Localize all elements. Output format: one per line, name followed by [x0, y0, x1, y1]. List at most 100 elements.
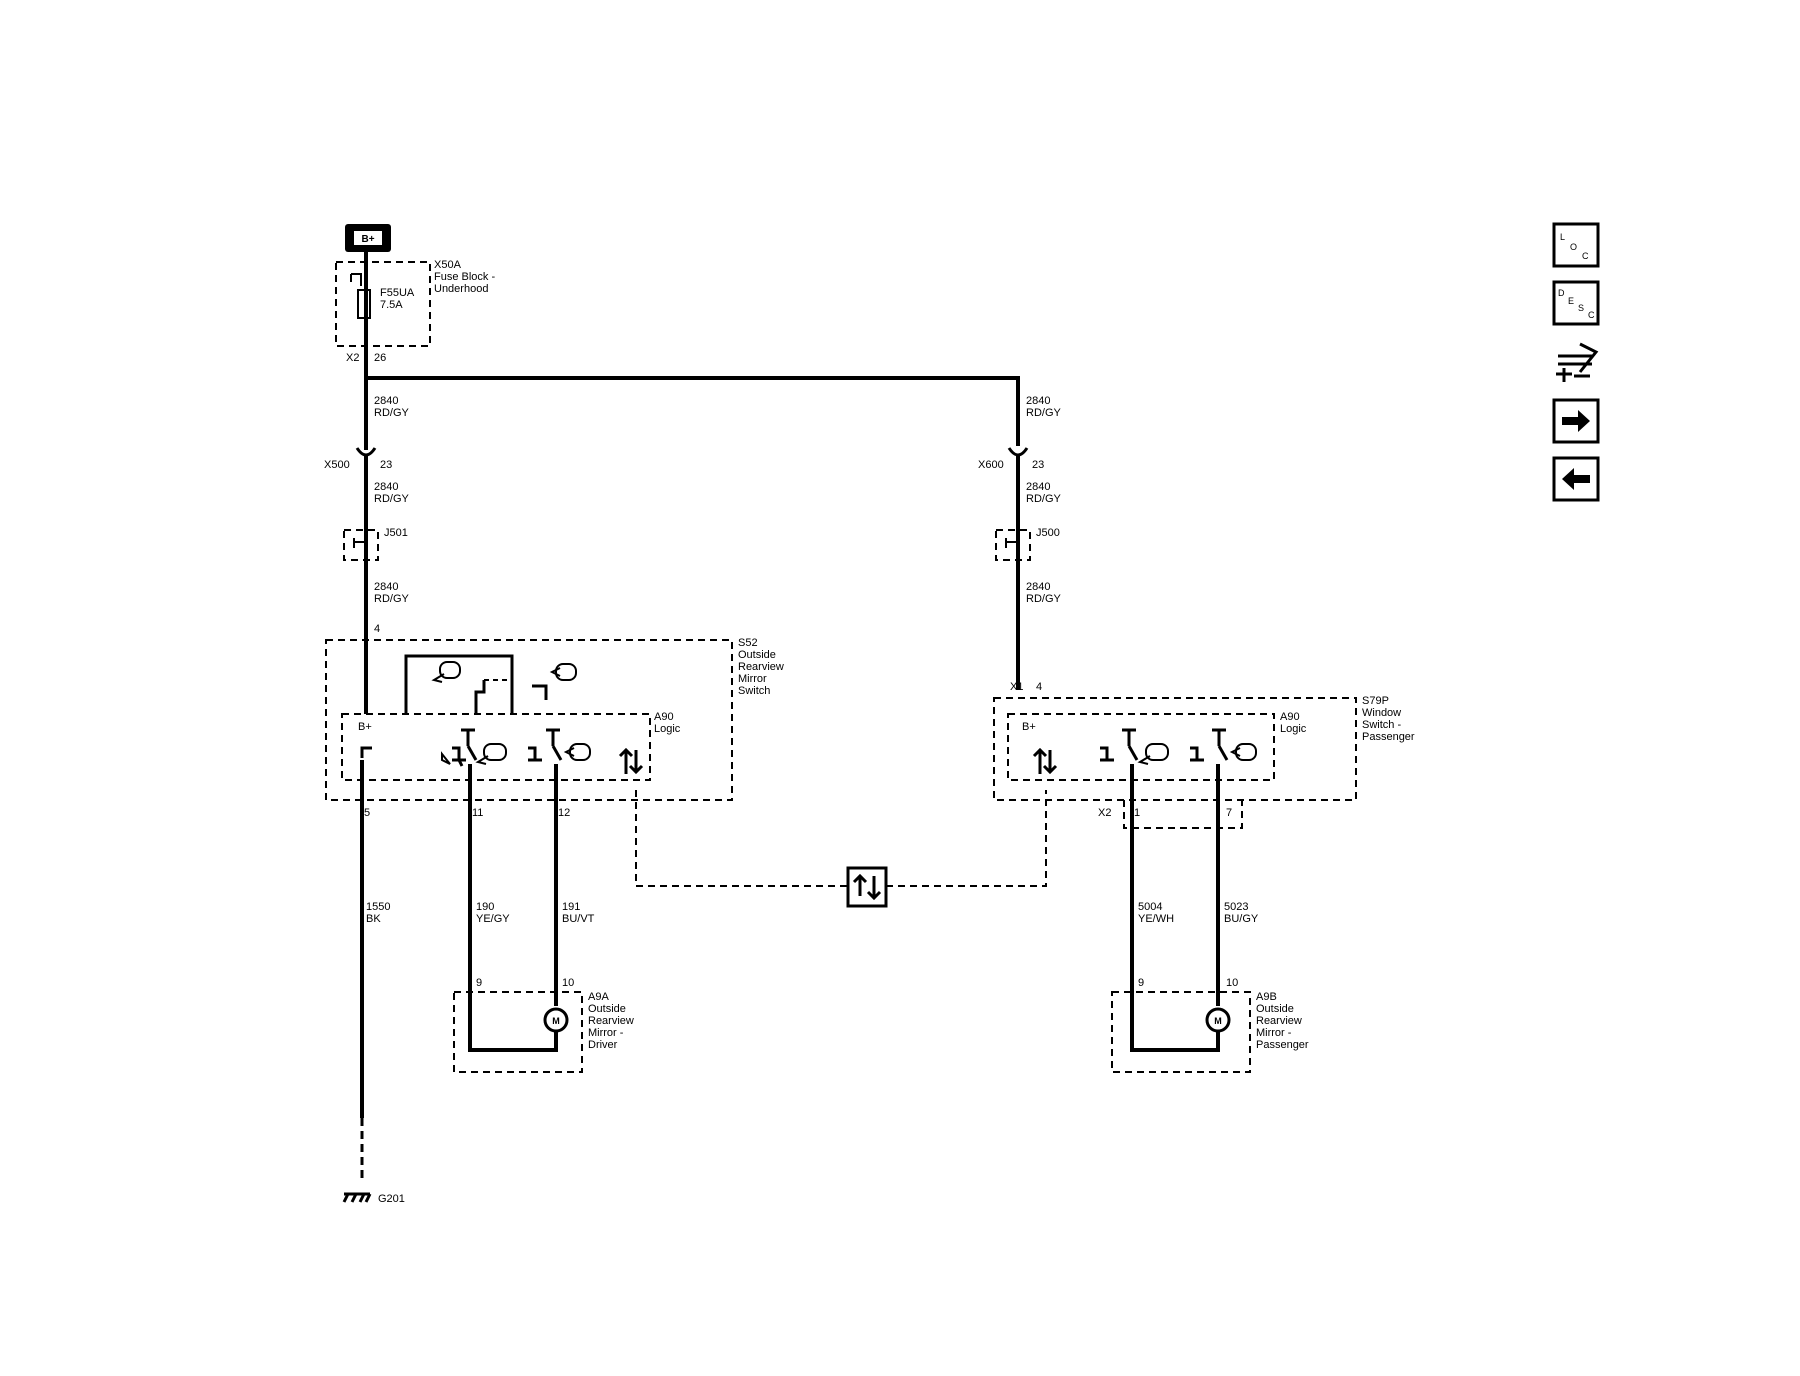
connector-icon[interactable] — [1556, 342, 1599, 382]
passenger-mirror-name-2: Rearview — [1256, 1015, 1302, 1027]
wire-right-low-color: RD/GY — [1026, 593, 1062, 605]
fuse-rating: 7.5A — [380, 299, 403, 311]
driver-mirror-pin-a: 9 — [476, 977, 482, 989]
svg-text:L: L — [1560, 232, 1565, 242]
driver-mirror-name-4: Driver — [588, 1039, 618, 1051]
splice-right-symbol — [1005, 538, 1018, 548]
serial-data-left — [635, 790, 848, 887]
passenger-mirror-in-icon-a — [1137, 743, 1169, 765]
loc-icon[interactable]: L O C — [1552, 222, 1600, 268]
desc-icon[interactable]: D E S C — [1552, 280, 1600, 326]
fuse-block-labels: X50A Fuse Block - Underhood F55UA 7.5A X… — [346, 259, 495, 364]
svg-text:D: D — [1558, 288, 1565, 298]
splice-right-ref: J500 — [1036, 527, 1060, 539]
passenger-motor-label: M — [1214, 1016, 1222, 1026]
fuse-block-name-1: Fuse Block - — [434, 271, 495, 283]
passenger-wire-b-color: BU/GY — [1224, 913, 1259, 925]
driver-contact-a — [441, 728, 478, 767]
driver-mirror-name-1: Outside — [588, 1003, 626, 1015]
mirror-in-icon-a — [475, 743, 507, 765]
driver-mirror-name-3: Mirror - — [588, 1027, 624, 1039]
passenger-data-arrows — [1032, 747, 1058, 775]
fuse-pin: 26 — [374, 352, 386, 364]
fuse-block-outline — [335, 261, 431, 347]
driver-selector-contact-r — [532, 684, 548, 700]
fuse-block-name-2: Underhood — [434, 283, 488, 295]
next-arrow-icon[interactable] — [1552, 398, 1600, 444]
passenger-pin-b: 7 — [1226, 807, 1232, 819]
driver-pin-gnd: 5 — [364, 807, 370, 819]
driver-mirror-pin-b: 10 — [562, 977, 574, 989]
driver-wire-a-num: 190 — [476, 901, 494, 913]
passenger-switch-labels: X1 4 S79P Window Switch - Passenger A90 … — [1010, 681, 1415, 819]
passenger-switch-name-3: Passenger — [1362, 731, 1415, 743]
wire-right-top-color: RD/GY — [1026, 407, 1062, 419]
connector-left-ref: X500 — [324, 459, 350, 471]
svg-text:C: C — [1588, 310, 1595, 320]
wire-right-mid-num: 2840 — [1026, 481, 1050, 493]
driver-wire-b-num: 191 — [562, 901, 580, 913]
driver-switch-name-4: Switch — [738, 685, 770, 697]
wire-left-top-color: RD/GY — [374, 407, 410, 419]
driver-bplus: B+ — [358, 721, 372, 733]
passenger-wire-a-color: YE/WH — [1138, 913, 1174, 925]
fuse-bus-stub — [350, 273, 362, 286]
passenger-wire-b-num: 5023 — [1224, 901, 1248, 913]
driver-motor-label: M — [552, 1016, 560, 1026]
passenger-logic-ref: A90 — [1280, 711, 1300, 723]
driver-switch-name-2: Rearview — [738, 661, 784, 673]
driver-wire-a-color: YE/GY — [476, 913, 510, 925]
passenger-mirror-pin-a: 9 — [1138, 977, 1144, 989]
svg-text:O: O — [1570, 242, 1577, 252]
driver-wire-a — [468, 764, 558, 1052]
fuse-block-ref: X50A — [434, 259, 462, 271]
driver-switch-name-3: Mirror — [738, 673, 767, 685]
ground-wire-num: 1550 — [366, 901, 390, 913]
passenger-wire-a-num: 5004 — [1138, 901, 1162, 913]
driver-selector-contact-l — [474, 680, 486, 714]
driver-mirror-outline — [453, 991, 583, 1073]
driver-switch-name-1: Outside — [738, 649, 776, 661]
driver-selector-bus — [404, 654, 514, 714]
feed-wire-to-passenger — [366, 376, 1020, 446]
wire-right-top-num: 2840 — [1026, 395, 1050, 407]
splice-left-symbol — [353, 538, 366, 548]
wire-left-mid-num: 2840 — [374, 481, 398, 493]
passenger-mirror-name-3: Mirror - — [1256, 1027, 1292, 1039]
serial-data-icon — [846, 866, 888, 908]
passenger-bplus: B+ — [1022, 721, 1036, 733]
passenger-mirror-name-4: Passenger — [1256, 1039, 1309, 1051]
driver-wire-b-color: BU/VT — [562, 913, 595, 925]
passenger-contact-b — [1190, 728, 1229, 762]
splice-left-ref: J501 — [384, 527, 408, 539]
passenger-wire-a — [1130, 764, 1220, 1052]
wire-right-low-num: 2840 — [1026, 581, 1050, 593]
mirror-left-icon — [431, 661, 461, 683]
passenger-mirror-name-1: Outside — [1256, 1003, 1294, 1015]
wire-right-mid-color: RD/GY — [1026, 493, 1062, 505]
connector-left-pin: 23 — [380, 459, 392, 471]
prev-arrow-icon[interactable] — [1552, 456, 1600, 502]
wire-left-low-color: RD/GY — [374, 593, 410, 605]
svg-text:E: E — [1568, 296, 1574, 306]
passenger-conn-in: X1 — [1010, 681, 1023, 693]
driver-pin-b: 12 — [558, 807, 570, 819]
driver-contact-b — [528, 728, 563, 762]
driver-motor-icon — [543, 1007, 569, 1033]
fuse-ref: F55UA — [380, 287, 415, 299]
mirror-right-icon — [549, 663, 577, 681]
connector-right-ref: X600 — [978, 459, 1004, 471]
inline-connector-right: X600 23 — [978, 447, 1044, 690]
driver-mirror-name-2: Rearview — [588, 1015, 634, 1027]
passenger-switch-ref: S79P — [1362, 695, 1389, 707]
serial-data-right — [886, 790, 1047, 887]
driver-switch-labels: 4 S52 Outside Rearview Mirror Switch A90… — [358, 623, 784, 819]
passenger-logic-name: Logic — [1280, 723, 1307, 735]
passenger-pin-a: 1 — [1134, 807, 1140, 819]
ground-symbol — [342, 1192, 372, 1203]
ground-ref: G201 — [378, 1193, 405, 1205]
inline-connector-left: X500 23 — [324, 447, 392, 640]
battery-symbol: B+ — [345, 224, 391, 252]
passenger-contact-a — [1100, 728, 1139, 762]
